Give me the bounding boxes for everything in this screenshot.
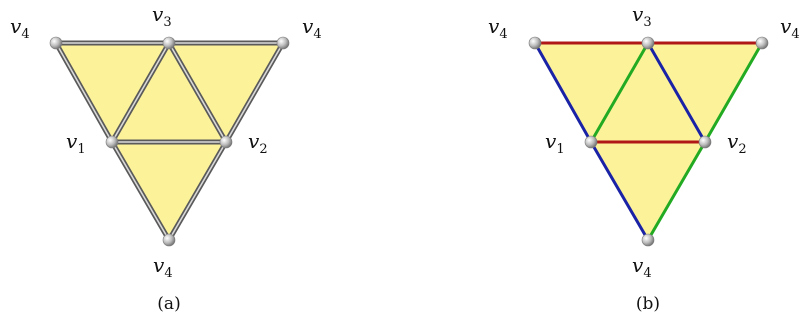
vertex-sphere [641,36,655,50]
vertex-label: v4 [780,14,800,42]
panel-caption: (b) [636,294,660,314]
edges-colored [533,41,764,242]
vertex-sphere [698,135,712,149]
vertex-label: v1 [545,129,565,157]
panel-caption: (a) [157,294,180,314]
vertex-sphere [162,233,176,247]
vertex-label: v4 [302,14,322,42]
vertex-sphere [219,135,233,149]
edge-green [589,41,650,144]
edge-gray-pair [166,139,229,243]
face-top-left [56,43,169,142]
vertex-sphere [105,135,119,149]
edge-gray-pair [109,139,172,243]
edge-gray-pair [223,40,286,145]
face-bottom [112,142,226,240]
vertex-sphere [584,135,598,149]
panel-b: v4 v3 v4 v1 v2 v4 (b) [488,2,800,314]
edge-blue [646,41,707,144]
edge-gray-pair [166,40,229,145]
edge-blue [533,41,593,144]
face-top-right [169,43,283,142]
face-top-right [648,43,762,142]
panel-a: v4 v3 v4 v1 v2 v4 (a) [10,2,322,314]
edge-green [646,140,707,242]
vertex-label: v4 [10,14,30,42]
vertex-sphere [528,36,542,50]
vertex-label: v1 [66,129,86,157]
edge-gray-pair [109,40,172,145]
face-center [591,43,705,142]
edge-green [703,41,764,144]
vertex-sphere [641,233,655,247]
vertex-label: v4 [632,253,652,281]
face-bottom [591,142,705,240]
vertex-sphere [276,36,290,50]
vertex-sphere [162,36,176,50]
vertex-sphere [755,36,769,50]
vertices-a [49,36,290,247]
edges-gray [53,40,286,243]
face-center [112,43,226,142]
face-top-left [535,43,648,142]
vertex-label: v2 [248,129,268,157]
edge-blue [589,140,650,242]
vertex-label: v3 [152,2,172,30]
edge-gray-pair [53,40,115,145]
vertex-label: v4 [153,253,173,281]
vertices-b [528,36,769,247]
vertex-label: v3 [632,2,652,30]
vertex-label: v4 [488,14,508,42]
vertex-label: v2 [727,129,747,157]
vertex-sphere [49,36,63,50]
